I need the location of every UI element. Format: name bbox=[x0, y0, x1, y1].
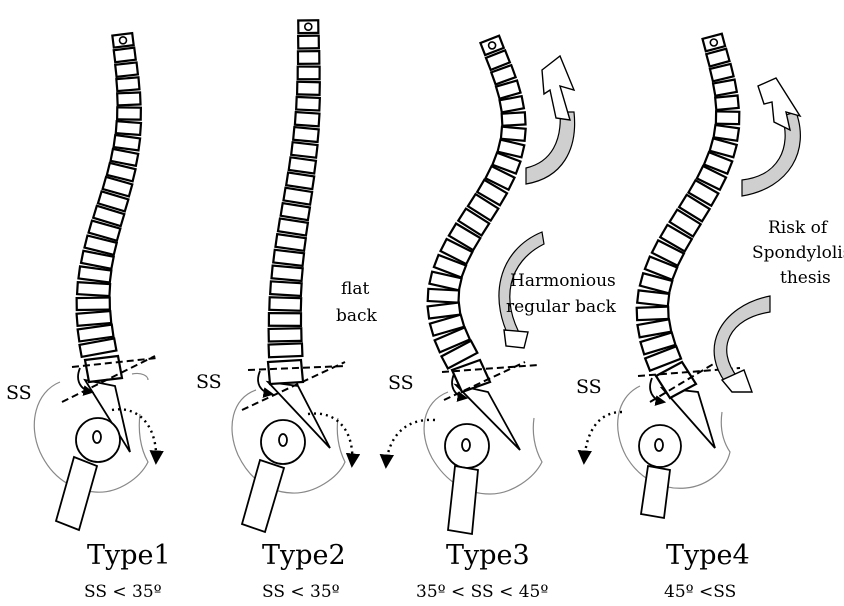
vertebra bbox=[116, 77, 139, 91]
note-type2-line2: back bbox=[336, 306, 378, 326]
title-type2: Type2 bbox=[262, 540, 346, 571]
vertebra bbox=[116, 121, 141, 135]
femoral-head-center bbox=[462, 439, 470, 451]
vertebra bbox=[291, 142, 317, 158]
vertebra bbox=[77, 282, 110, 296]
vertebra bbox=[269, 297, 301, 311]
formula-type3: 35º < SS < 45º bbox=[416, 582, 548, 602]
title-type1: Type1 bbox=[87, 540, 171, 571]
vertebra bbox=[271, 266, 302, 281]
ss-label-type3: SS bbox=[388, 372, 414, 394]
vertebra bbox=[114, 135, 140, 150]
vertebra bbox=[275, 234, 305, 251]
vertebra bbox=[706, 49, 729, 67]
vertebra bbox=[77, 298, 110, 310]
s1-vertebra bbox=[85, 356, 122, 382]
vertebra bbox=[273, 250, 304, 266]
pelvis-type3 bbox=[386, 56, 575, 534]
vertebra bbox=[117, 107, 141, 119]
vertebra bbox=[296, 97, 320, 111]
ss-label-type2: SS bbox=[196, 371, 222, 393]
note-type4-line3: thesis bbox=[780, 268, 831, 288]
atlas-vertebra bbox=[298, 20, 318, 33]
femur-shaft bbox=[448, 466, 478, 534]
vertebra bbox=[269, 343, 303, 357]
vertebra bbox=[428, 289, 459, 303]
vertebra bbox=[298, 67, 320, 80]
spine-type4 bbox=[637, 34, 740, 371]
formula-type4: 45º <SS bbox=[664, 582, 736, 602]
vertebra bbox=[78, 266, 111, 282]
vertebra bbox=[269, 313, 301, 326]
vertebra bbox=[500, 96, 524, 112]
thoracic-curve-arrow-head bbox=[542, 56, 574, 120]
spine-type2 bbox=[269, 20, 320, 357]
pelvic-rotation-arrow bbox=[308, 414, 352, 465]
pelvis-type4 bbox=[584, 78, 800, 518]
vertebra bbox=[295, 112, 320, 126]
title-type3: Type3 bbox=[446, 540, 530, 571]
vertebra bbox=[117, 92, 140, 105]
femoral-head-center bbox=[655, 439, 663, 451]
femoral-head-center bbox=[93, 431, 101, 443]
vertebra bbox=[281, 203, 310, 220]
atlas-vertebra bbox=[702, 34, 725, 52]
vertebra bbox=[501, 127, 526, 141]
thoracic-curve-arrow-body bbox=[526, 112, 575, 184]
pelvis-type2 bbox=[232, 360, 352, 532]
s1-vertebra bbox=[268, 360, 303, 384]
pelvic-rotation-arrow bbox=[584, 412, 622, 462]
vertebra bbox=[713, 80, 737, 96]
atlas-vertebra bbox=[112, 33, 133, 47]
note-type4-line1: Risk of bbox=[768, 218, 829, 238]
vertebra bbox=[298, 51, 319, 64]
thoracic-curve-arrow-body bbox=[742, 112, 800, 196]
vertebra bbox=[637, 307, 669, 321]
title-type4: Type4 bbox=[666, 540, 750, 571]
pelvis-type1 bbox=[34, 356, 157, 530]
vertebra bbox=[283, 188, 312, 205]
pelvic-rotation-arrow bbox=[386, 420, 435, 466]
femur-shaft bbox=[56, 457, 97, 530]
vertebra bbox=[114, 48, 136, 63]
vertebra bbox=[298, 36, 319, 49]
ss-label-type4: SS bbox=[576, 376, 602, 398]
vertebra bbox=[714, 125, 739, 141]
note-type3-line2: regular back bbox=[506, 297, 617, 317]
note-type4-line2: Spondylolis- bbox=[752, 243, 844, 263]
vertebra bbox=[286, 172, 314, 189]
femur-shaft bbox=[641, 466, 670, 518]
vertebra bbox=[289, 157, 316, 173]
vertebra bbox=[115, 62, 138, 76]
vertebra bbox=[715, 95, 739, 109]
vertebra bbox=[269, 328, 302, 341]
formula-type1: SS < 35º bbox=[84, 582, 162, 602]
s1-vertebra bbox=[656, 362, 696, 398]
vertebra bbox=[502, 112, 526, 125]
ss-label-type1: SS bbox=[6, 382, 32, 404]
vertebra bbox=[637, 290, 669, 306]
lumbar-curve-arrow-head bbox=[504, 330, 528, 348]
vertebra bbox=[716, 111, 739, 124]
note-type3-line1: Harmonious bbox=[510, 271, 616, 291]
vertebra bbox=[293, 127, 319, 142]
femoral-head-center bbox=[279, 434, 287, 446]
sacrum-line bbox=[132, 373, 148, 380]
vertebra bbox=[270, 281, 302, 296]
spine-type1 bbox=[77, 33, 141, 357]
vertebra bbox=[297, 82, 320, 95]
note-type2-line1: flat bbox=[341, 279, 369, 299]
vertebra bbox=[278, 219, 308, 236]
formula-type2: SS < 35º bbox=[262, 582, 340, 602]
vertebra bbox=[77, 311, 112, 326]
